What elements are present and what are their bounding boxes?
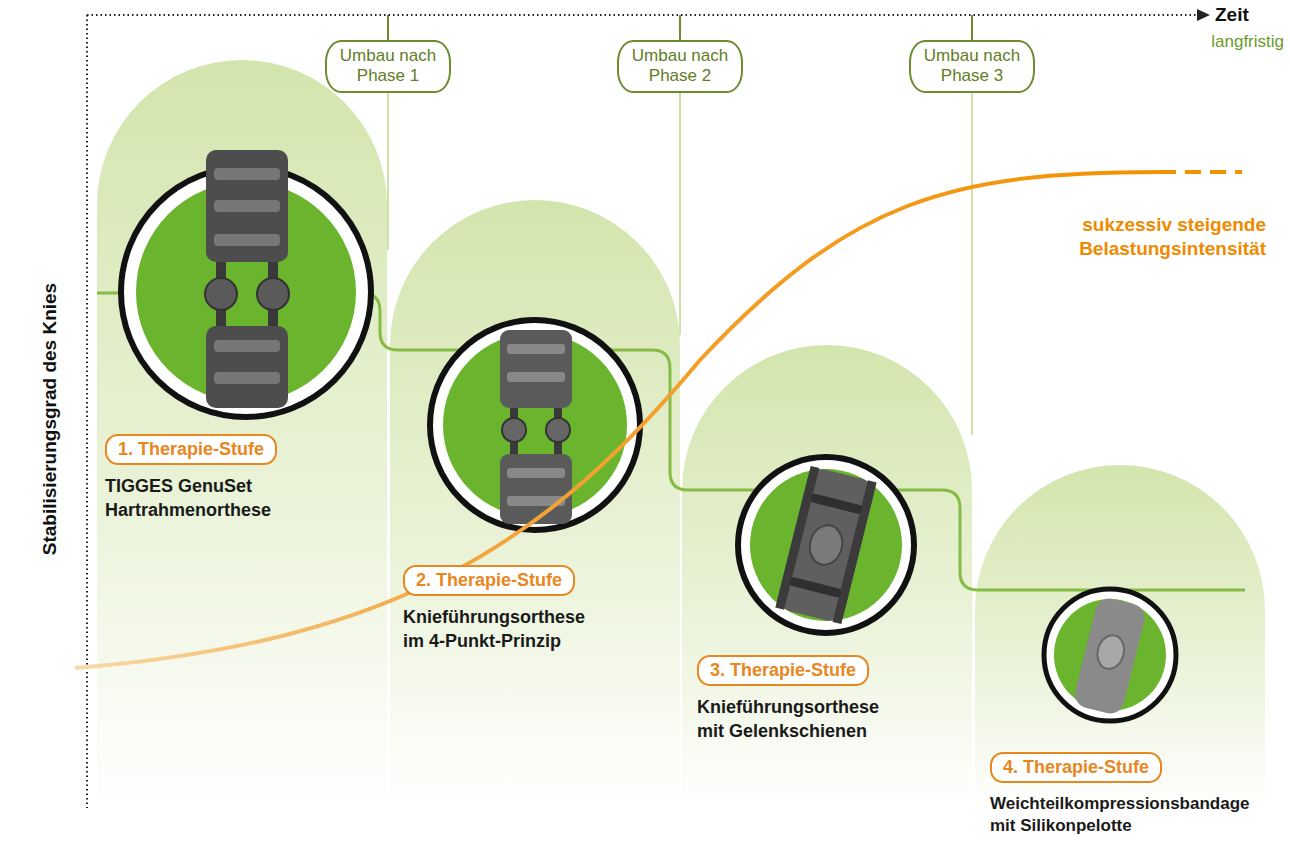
stage-description: Weichteilkompressionsbandage mit Silikon… [990, 793, 1276, 837]
four-point-brace [500, 330, 572, 524]
stage-label: 3. Therapie-Stufe [697, 655, 869, 686]
stability-step-line [97, 293, 1245, 590]
axis-label: Zeit [1215, 4, 1249, 26]
phase-arch [682, 345, 972, 810]
stage-circle [1044, 589, 1176, 721]
stage-label: 1. Therapie-Stufe [105, 434, 277, 465]
axis-label: langfristig [1211, 32, 1284, 52]
phase-tag-text: Umbau nach Phase 2 [625, 46, 735, 87]
phase-tag: Umbau nach Phase 3 [909, 40, 1035, 93]
curve-label: sukzessiv steigende Belastungsintensität [976, 213, 1266, 261]
therapy-stage: 1. Therapie-StufeTIGGES GenuSet Hartrahm… [105, 434, 367, 522]
stability-axis [86, 15, 88, 808]
phase-arch [97, 60, 387, 810]
therapy-stage: 3. Therapie-StufeKnieführungsorthese mit… [697, 655, 902, 743]
phase-tick [971, 15, 973, 42]
compression-bandage [1072, 596, 1148, 717]
axis-arrowhead [1197, 9, 1210, 21]
hard-frame-brace [205, 150, 289, 408]
phase-tag: Umbau nach Phase 2 [617, 40, 743, 93]
load-curve [75, 172, 1160, 668]
phase-tag-text: Umbau nach Phase 1 [333, 46, 443, 87]
phase-tick [387, 15, 389, 42]
phase-arch [390, 200, 680, 810]
stage-label: 2. Therapie-Stufe [403, 565, 575, 596]
time-axis [87, 14, 1198, 16]
phase-tag: Umbau nach Phase 1 [325, 40, 451, 93]
stage-circle [121, 167, 371, 417]
stage-description: TIGGES GenuSet Hartrahmenorthese [105, 475, 367, 522]
axis-title: Stabilisierungsgrad des Knies [39, 159, 61, 679]
phase-arch [975, 465, 1265, 810]
hinged-knee-sleeve [775, 466, 876, 624]
stage-circle [738, 457, 914, 633]
stage-circle [430, 320, 640, 530]
stage-label: 4. Therapie-Stufe [990, 752, 1162, 783]
stage-description: Knieführungsorthese mit Gelenkschienen [697, 696, 902, 743]
phase-tag-text: Umbau nach Phase 3 [917, 46, 1027, 87]
therapy-stage: 4. Therapie-StufeWeichteilkompressionsba… [990, 752, 1276, 838]
phase-tick [679, 15, 681, 42]
load-curve-dashed [1160, 170, 1242, 174]
stage-description: Knieführungsorthese im 4-Punkt-Prinzip [403, 606, 608, 653]
therapy-stage: 2. Therapie-StufeKnieführungsorthese im … [403, 565, 608, 653]
